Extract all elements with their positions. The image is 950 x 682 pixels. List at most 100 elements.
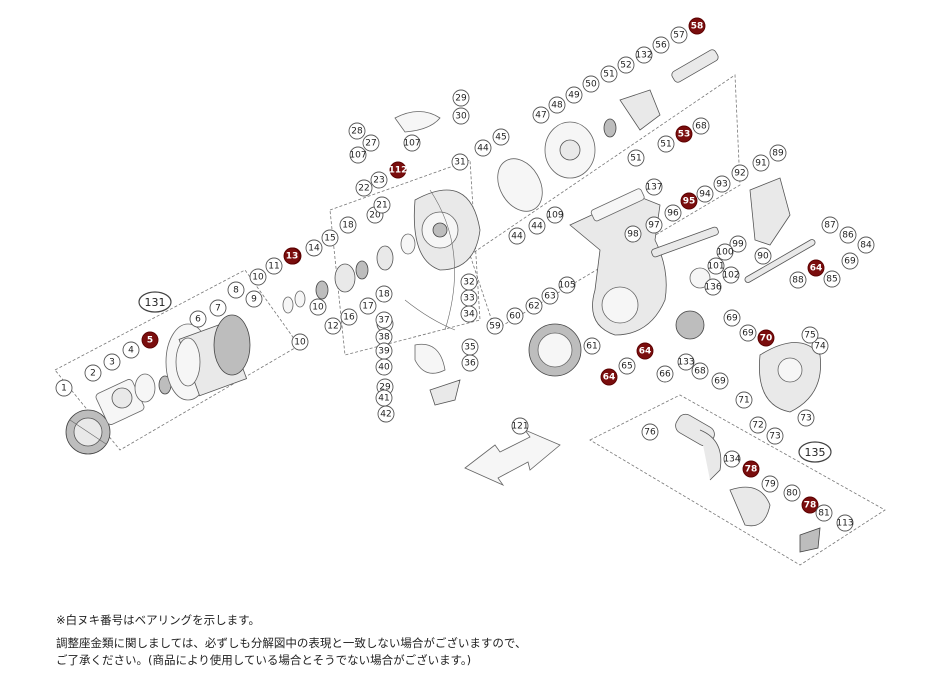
svg-text:4: 4 — [128, 346, 134, 356]
svg-text:69: 69 — [726, 314, 738, 324]
reel-body-part — [569, 188, 667, 336]
exploded-parts-diagram: 1234567891010101112131314151617181819202… — [54, 17, 886, 566]
callout-7: 7 — [209, 299, 227, 317]
svg-text:88: 88 — [792, 276, 804, 286]
svg-text:50: 50 — [585, 80, 597, 90]
svg-text:18: 18 — [378, 290, 390, 300]
callout-69: 69 — [711, 372, 729, 390]
svg-text:10: 10 — [294, 338, 306, 348]
callout-34: 34 — [460, 305, 478, 323]
svg-text:18: 18 — [342, 221, 354, 231]
svg-text:98: 98 — [627, 230, 639, 240]
svg-text:107: 107 — [349, 151, 366, 161]
svg-text:23: 23 — [373, 176, 384, 186]
callout-44: 44 — [474, 139, 492, 157]
callout-64: 64 — [636, 342, 654, 360]
svg-text:92: 92 — [734, 169, 745, 179]
svg-text:72: 72 — [752, 421, 763, 431]
svg-text:132: 132 — [635, 51, 652, 61]
svg-text:47: 47 — [535, 111, 546, 121]
callout-134: 134 — [723, 450, 741, 468]
callout-12: 12 — [324, 317, 342, 335]
svg-text:68: 68 — [694, 367, 706, 377]
svg-text:79: 79 — [764, 480, 776, 490]
callout-33: 33 — [460, 289, 478, 307]
callout-81: 81 — [815, 504, 833, 522]
svg-text:57: 57 — [673, 31, 684, 41]
callout-58: 58 — [688, 17, 706, 35]
svg-text:64: 64 — [603, 373, 616, 383]
svg-text:35: 35 — [464, 343, 475, 353]
callout-75: 75 — [801, 326, 819, 344]
svg-text:86: 86 — [842, 231, 854, 241]
callout-23: 23 — [370, 171, 388, 189]
svg-text:51: 51 — [660, 140, 671, 150]
svg-text:20: 20 — [369, 211, 381, 221]
svg-text:39: 39 — [378, 347, 390, 357]
callout-44: 44 — [508, 227, 526, 245]
svg-text:5: 5 — [147, 336, 153, 346]
callout-49: 49 — [565, 86, 583, 104]
svg-text:80: 80 — [786, 489, 798, 499]
svg-text:36: 36 — [464, 359, 476, 369]
callout-136: 136 — [704, 278, 722, 296]
group-label-135: 135 — [798, 441, 832, 463]
callout-80: 80 — [783, 484, 801, 502]
part-callouts: 1234567891010101112131314151617181819202… — [55, 17, 875, 532]
callout-86: 86 — [839, 226, 857, 244]
svg-text:78: 78 — [804, 501, 817, 511]
svg-text:74: 74 — [814, 342, 826, 352]
callout-137: 137 — [645, 178, 663, 196]
callout-28: 28 — [348, 122, 366, 140]
svg-text:113: 113 — [836, 519, 853, 529]
svg-text:69: 69 — [742, 329, 754, 339]
svg-text:94: 94 — [699, 190, 711, 200]
spool-part — [165, 314, 251, 401]
callout-56: 56 — [652, 36, 670, 54]
callout-69: 69 — [723, 309, 741, 327]
svg-text:78: 78 — [745, 465, 758, 475]
svg-text:73: 73 — [800, 414, 811, 424]
callout-31: 31 — [451, 153, 469, 171]
callout-73: 73 — [766, 427, 784, 445]
svg-text:64: 64 — [639, 347, 652, 357]
svg-text:28: 28 — [351, 127, 363, 137]
callout-36: 36 — [461, 354, 479, 372]
svg-text:69: 69 — [844, 257, 856, 267]
callout-60: 60 — [506, 307, 524, 325]
svg-text:42: 42 — [380, 410, 391, 420]
svg-text:44: 44 — [477, 144, 489, 154]
handle-group-frame — [589, 394, 886, 566]
callout-52: 52 — [617, 56, 635, 74]
callout-50: 50 — [582, 75, 600, 93]
callout-29: 29 — [452, 89, 470, 107]
drive-gear-part — [528, 323, 582, 377]
callout-72: 72 — [749, 416, 767, 434]
callout-2: 2 — [84, 364, 102, 382]
svg-text:2: 2 — [90, 369, 96, 379]
callout-18: 18 — [339, 216, 357, 234]
svg-text:64: 64 — [810, 264, 823, 274]
svg-text:44: 44 — [511, 232, 523, 242]
callout-121: 121 — [511, 417, 529, 435]
svg-text:29: 29 — [379, 383, 391, 393]
svg-text:85: 85 — [826, 275, 837, 285]
rotor-part — [413, 189, 481, 271]
callout-11: 11 — [265, 257, 283, 275]
adjustment-washer-note-line2: ご了承ください。(商品により使用している場合とそうでない場合がございます。) — [56, 653, 472, 667]
callout-100: 100 — [716, 243, 734, 261]
callout-64: 64 — [600, 368, 618, 386]
svg-text:6: 6 — [195, 315, 201, 325]
callout-74: 74 — [811, 337, 829, 355]
svg-text:16: 16 — [343, 313, 355, 323]
callout-84: 84 — [857, 236, 875, 254]
svg-text:51: 51 — [603, 70, 614, 80]
callout-35: 35 — [461, 338, 479, 356]
callout-44: 44 — [528, 217, 546, 235]
svg-text:10: 10 — [312, 303, 324, 313]
svg-text:53: 53 — [678, 130, 691, 140]
callout-66: 66 — [656, 365, 674, 383]
callout-6: 6 — [189, 310, 207, 328]
svg-text:30: 30 — [455, 112, 467, 122]
svg-text:89: 89 — [772, 149, 784, 159]
